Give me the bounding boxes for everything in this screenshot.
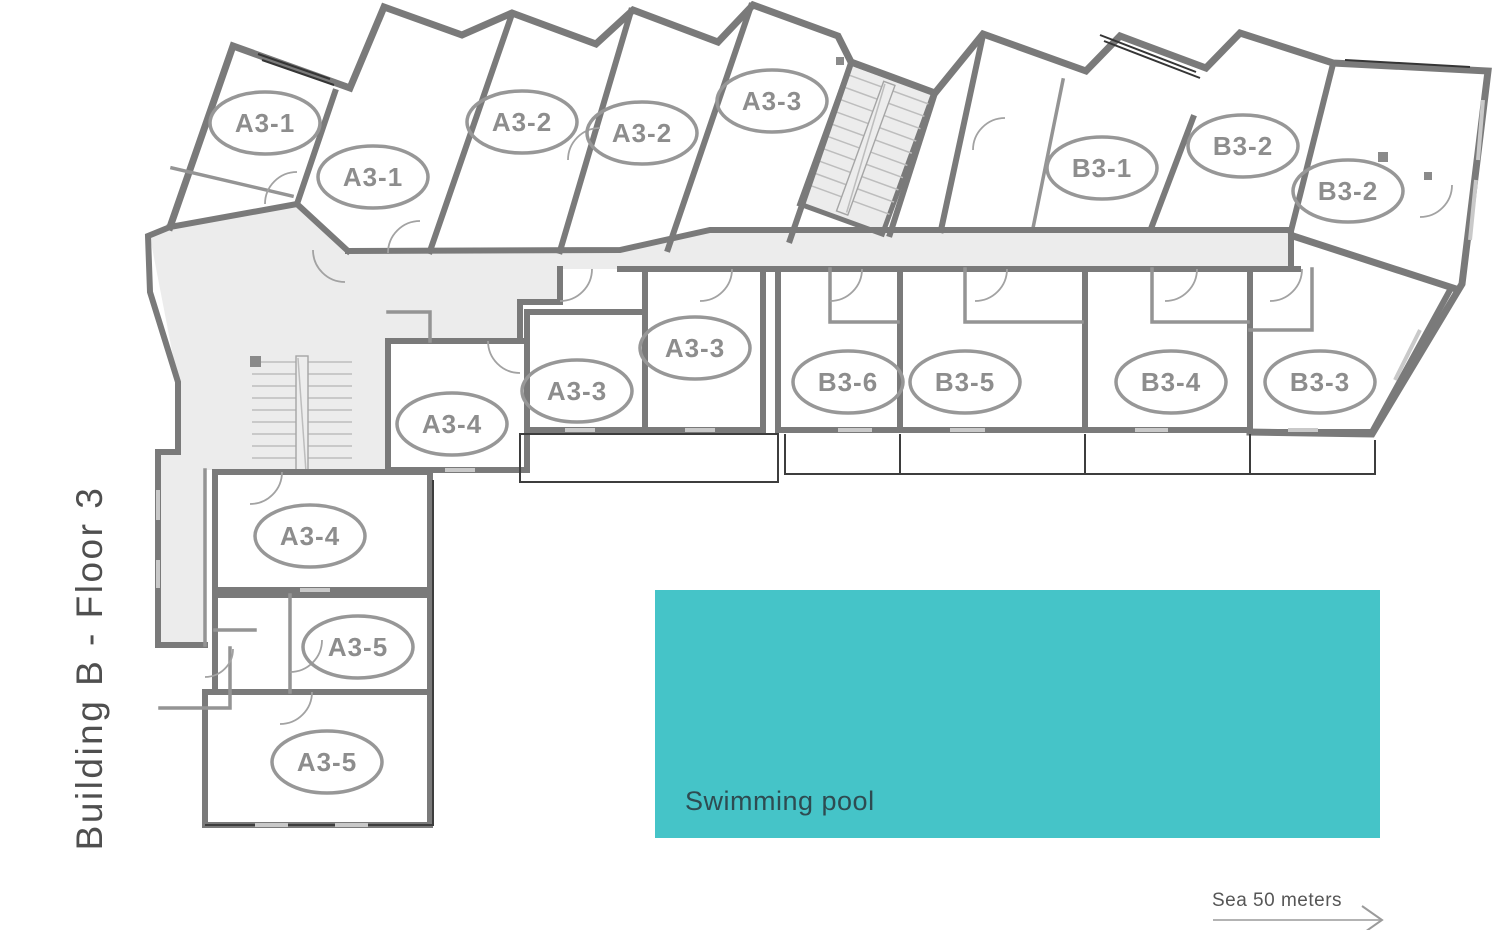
room-a3-5b[interactable]: A3-5: [270, 729, 384, 795]
room-a3-3a[interactable]: A3-3: [715, 68, 829, 134]
room-b3-3[interactable]: B3-3: [1263, 349, 1377, 415]
room-label-a3-3c: A3-3: [547, 376, 607, 406]
pool-area: Swimming pool: [655, 590, 1380, 838]
room-ellipse-a3-3b: [638, 315, 752, 381]
sea-direction-label: Sea 50 meters: [1212, 890, 1342, 911]
room-ellipse-a3-3a: [715, 68, 829, 134]
room-a3-1a[interactable]: A3-1: [208, 90, 322, 156]
room-ellipse-a3-4a: [395, 391, 509, 457]
window-glass-lines: [257, 34, 1471, 86]
building-title: Building B - Floor 3: [69, 486, 110, 851]
room-a3-3c[interactable]: A3-3: [520, 358, 634, 424]
pool-label: Swimming pool: [685, 786, 875, 816]
room-b3-1[interactable]: B3-1: [1045, 135, 1159, 201]
room-ellipse-b3-2a: [1186, 113, 1300, 179]
room-label-b3-4: B3-4: [1141, 367, 1201, 397]
room-ellipse-a3-2a: [465, 89, 579, 155]
sea-arrow-icon: [1361, 905, 1384, 930]
room-label-b3-5: B3-5: [935, 367, 995, 397]
room-a3-4b[interactable]: A3-4: [253, 503, 367, 569]
room-label-a3-4a: A3-4: [422, 409, 482, 439]
room-label-b3-2b: B3-2: [1318, 176, 1378, 206]
room-b3-2a[interactable]: B3-2: [1186, 113, 1300, 179]
column-dots: [836, 57, 1432, 180]
room-b3-4[interactable]: B3-4: [1114, 349, 1228, 415]
room-label-b3-1: B3-1: [1072, 153, 1132, 183]
room-ellipse-a3-1a: [208, 90, 322, 156]
corridor-area: [150, 205, 1291, 643]
room-a3-2b[interactable]: A3-2: [585, 100, 699, 166]
room-label-a3-2b: A3-2: [612, 118, 672, 148]
room-ellipse-a3-2b: [585, 100, 699, 166]
room-ellipse-a3-5a: [301, 614, 415, 680]
room-label-a3-5a: A3-5: [328, 632, 388, 662]
room-ellipse-b3-1: [1045, 135, 1159, 201]
pool-rect: [655, 590, 1380, 838]
room-a3-3b[interactable]: A3-3: [638, 315, 752, 381]
room-b3-6[interactable]: B3-6: [791, 349, 905, 415]
room-label-b3-3: B3-3: [1290, 367, 1350, 397]
room-ellipse-a3-5b: [270, 729, 384, 795]
room-ellipse-b3-4: [1114, 349, 1228, 415]
room-label-a3-3a: A3-3: [742, 86, 802, 116]
room-ellipse-b3-3: [1263, 349, 1377, 415]
room-ellipse-b3-5: [908, 349, 1022, 415]
room-b3-2b[interactable]: B3-2: [1291, 158, 1405, 224]
stairwell-left: [250, 355, 352, 475]
sea-direction: Sea 50 meters: [1212, 890, 1384, 930]
room-label-a3-1a: A3-1: [235, 108, 295, 138]
room-label-b3-2a: B3-2: [1213, 131, 1273, 161]
door-arcs: [204, 117, 1453, 725]
room-a3-1b[interactable]: A3-1: [316, 144, 430, 210]
room-ellipse-a3-4b: [253, 503, 367, 569]
room-label-b3-6: B3-6: [818, 367, 878, 397]
room-ellipse-a3-3c: [520, 358, 634, 424]
room-label-a3-5b: A3-5: [297, 747, 357, 777]
room-label-a3-2a: A3-2: [492, 107, 552, 137]
room-a3-2a[interactable]: A3-2: [465, 89, 579, 155]
room-ellipse-b3-2b: [1291, 158, 1405, 224]
room-b3-5[interactable]: B3-5: [908, 349, 1022, 415]
window-ticks: [156, 99, 1485, 827]
room-a3-4a[interactable]: A3-4: [395, 391, 509, 457]
room-ellipse-a3-1b: [316, 144, 430, 210]
room-a3-5a[interactable]: A3-5: [301, 614, 415, 680]
room-label-a3-1b: A3-1: [343, 162, 403, 192]
room-ellipse-b3-6: [791, 349, 905, 415]
room-label-a3-4b: A3-4: [280, 521, 340, 551]
room-label-a3-3b: A3-3: [665, 333, 725, 363]
